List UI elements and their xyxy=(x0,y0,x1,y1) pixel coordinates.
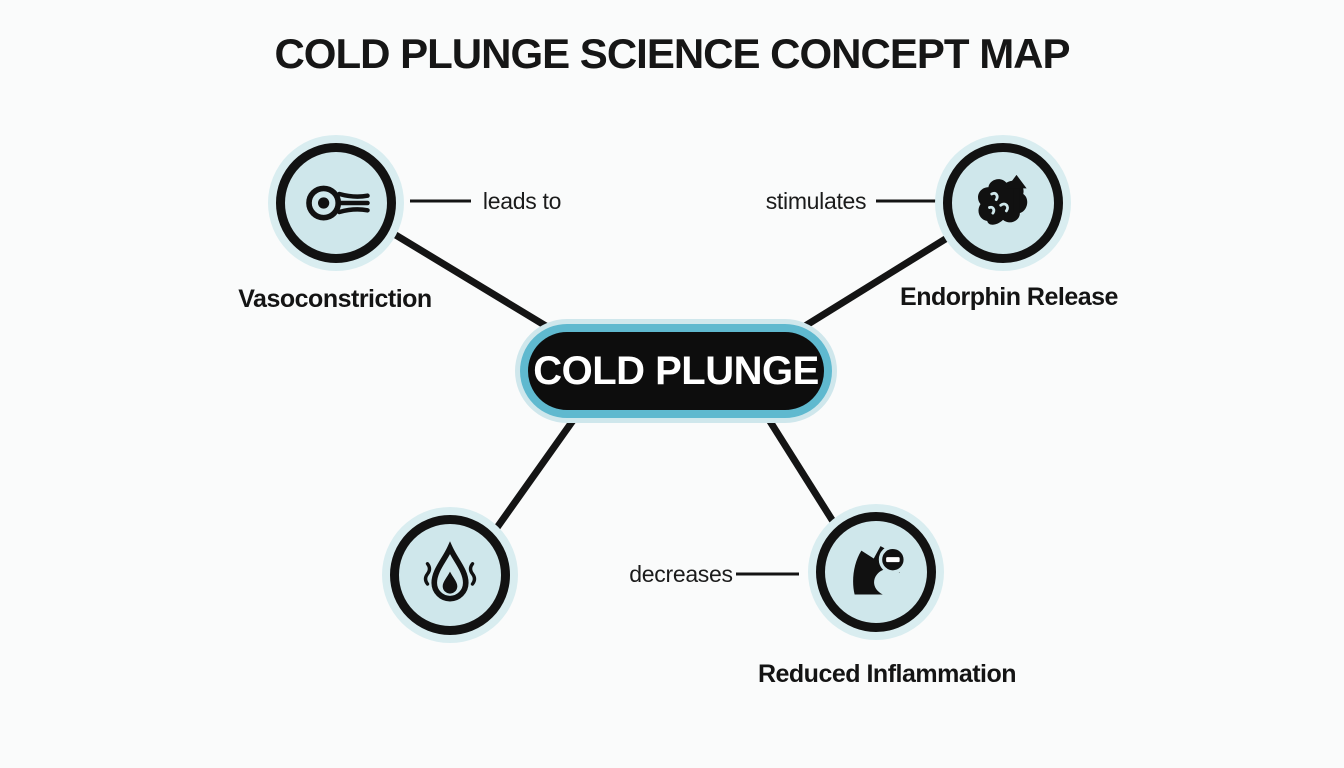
label-vasoconstriction: Vasoconstriction xyxy=(238,285,432,313)
node-reduced-inflammation xyxy=(816,512,936,632)
node-endorphin-release xyxy=(943,143,1063,263)
page-title: COLD PLUNGE SCIENCE CONCEPT MAP xyxy=(274,30,1070,77)
water-droplet-icon xyxy=(423,541,477,602)
edge-label-leads-to: leads to xyxy=(482,188,562,214)
label-endorphin-release: Endorphin Release xyxy=(900,283,1118,311)
node-vasoconstriction xyxy=(276,143,396,263)
muscle-minus-icon xyxy=(853,545,907,595)
center-node-label: COLD PLUNGE xyxy=(533,348,819,393)
blood-vessel-icon xyxy=(306,185,370,221)
node-cold-shiver xyxy=(390,515,510,635)
brain-arrow-up-icon xyxy=(978,174,1028,225)
edge-label-decreases: decreases xyxy=(629,561,733,587)
edge-label-stimulates: stimulates xyxy=(765,188,867,214)
node-cold-plunge: COLD PLUNGE xyxy=(520,324,832,418)
label-reduced-inflammation: Reduced Inflammation xyxy=(757,660,1017,688)
